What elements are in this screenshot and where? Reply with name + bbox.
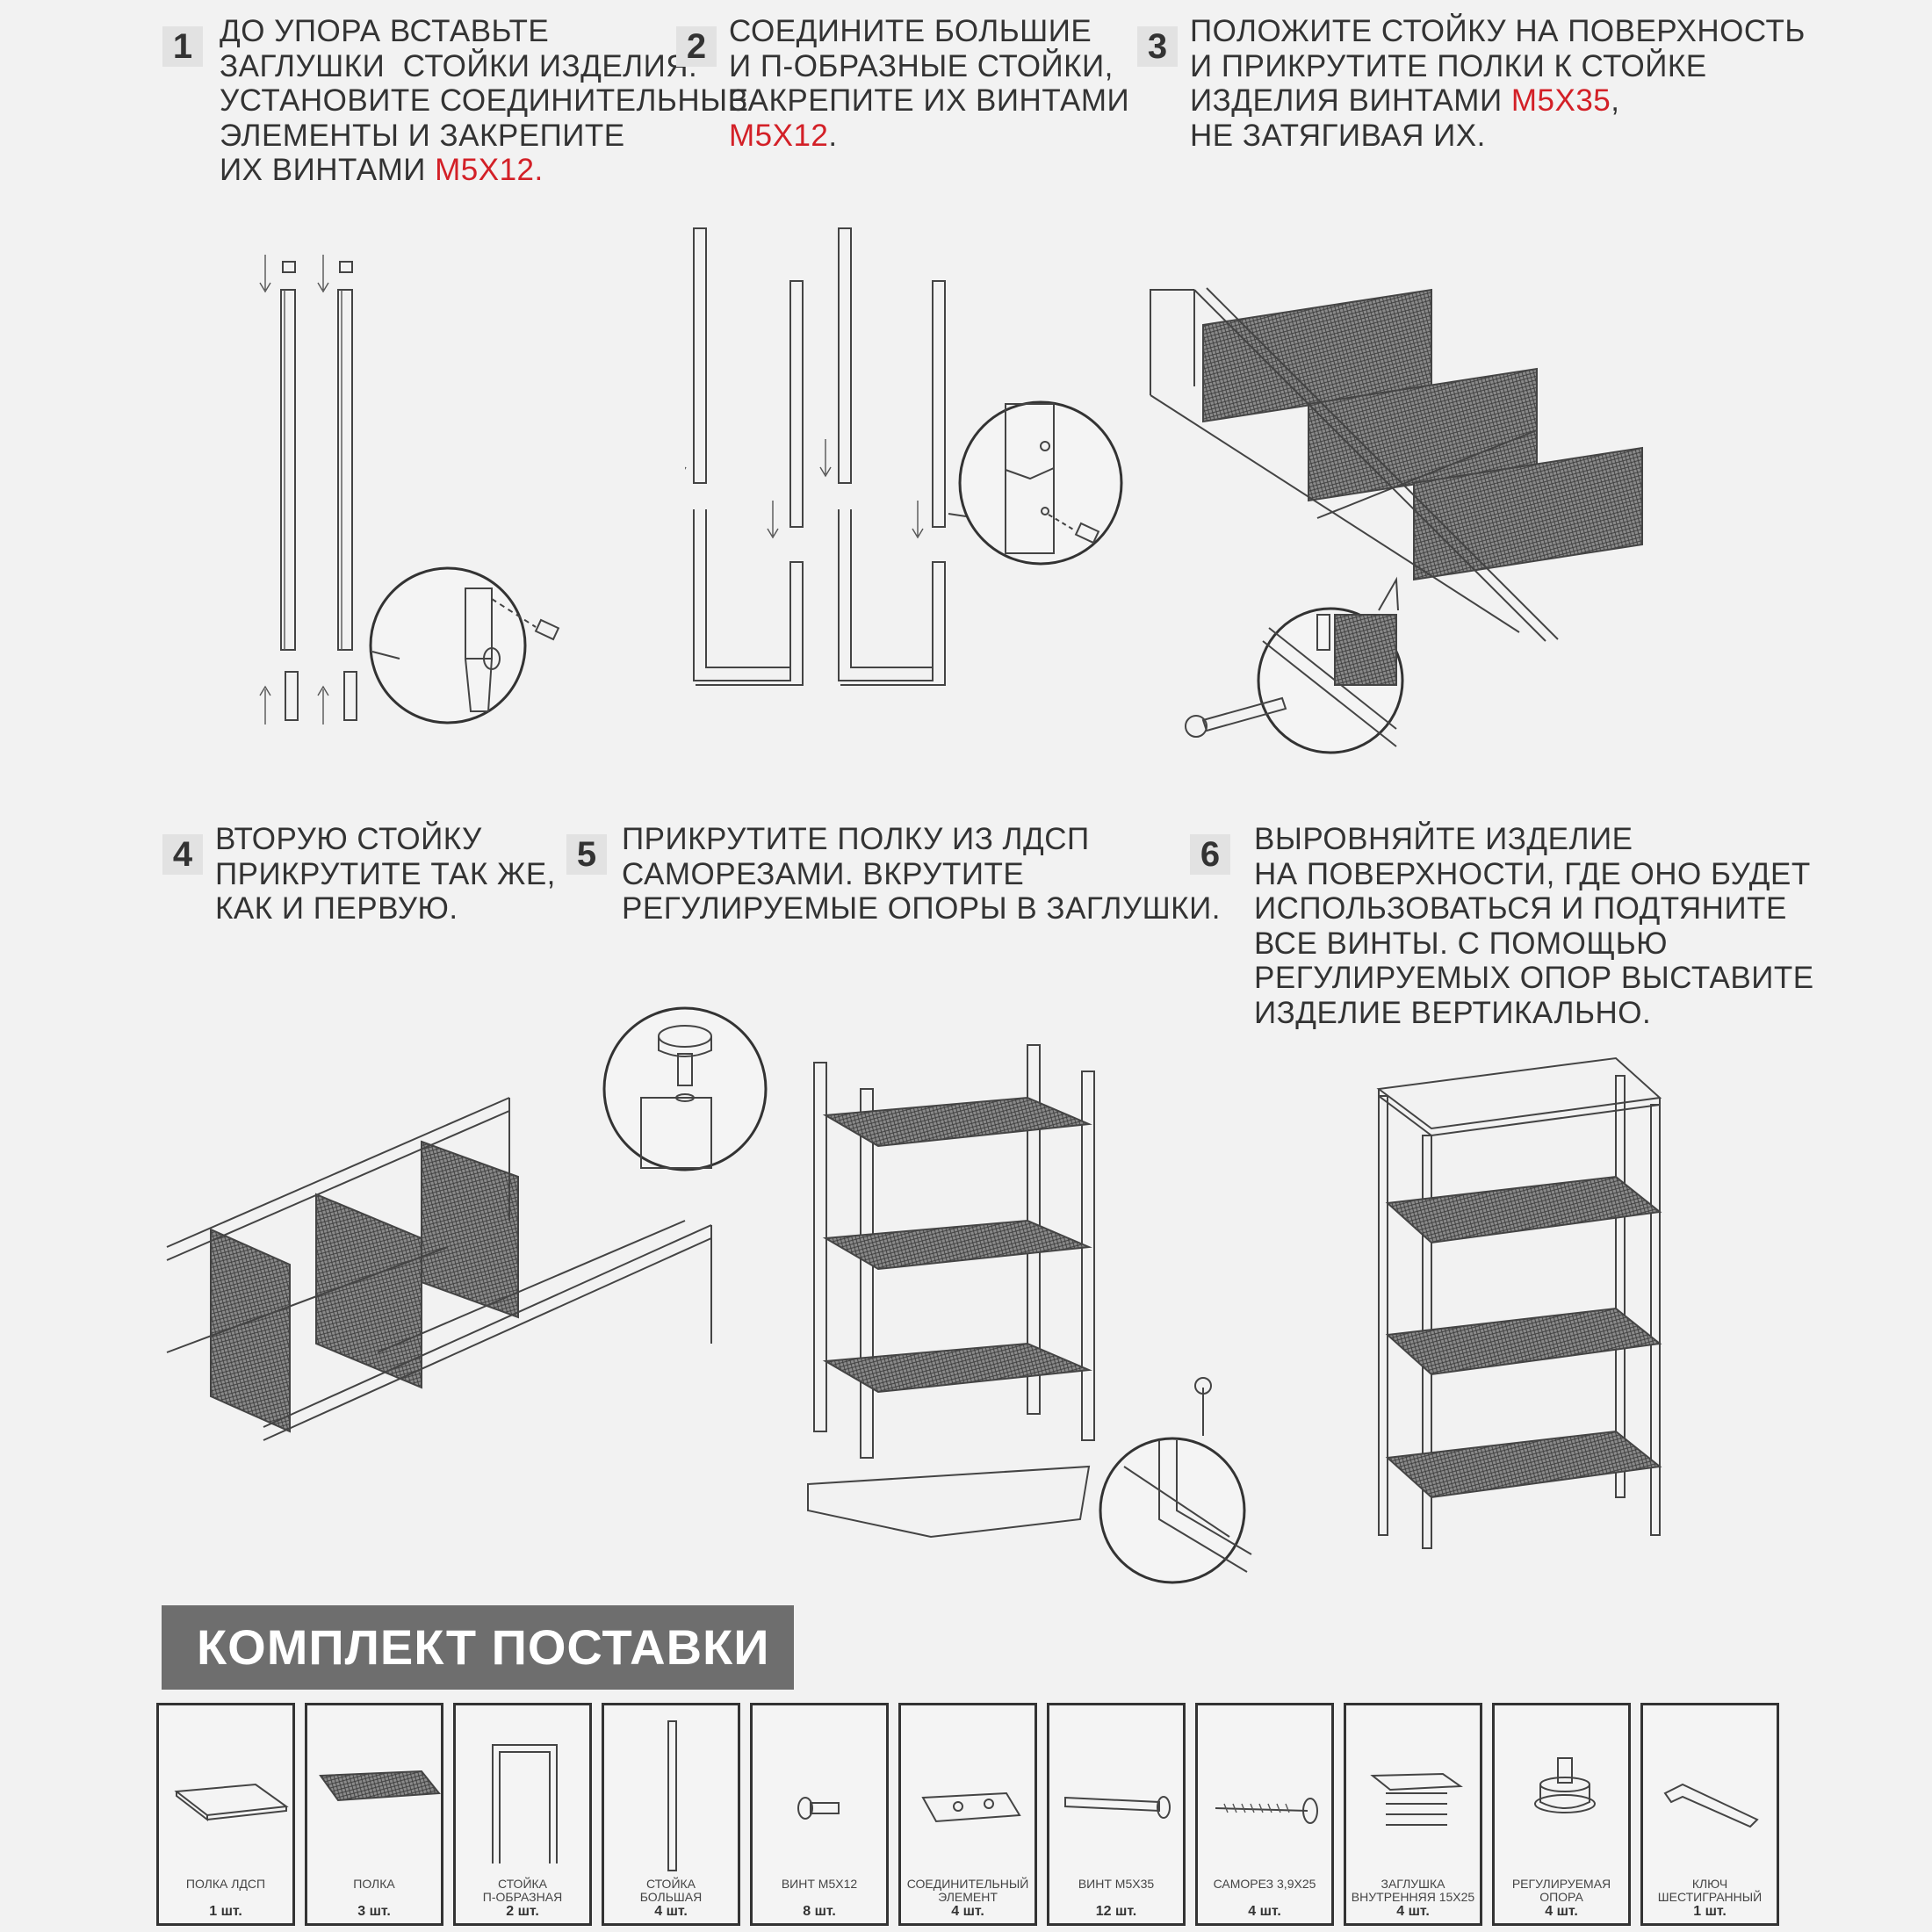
kit-item-post: СТОЙКА БОЛЬШАЯ 4 шт. [602,1703,740,1926]
step-number: 6 [1190,834,1230,875]
adjustable-foot-icon [1534,1757,1596,1813]
kit-item-name: РЕГУЛИРУЕМАЯ ОПОРА [1511,1877,1611,1904]
kit-item-name: ВИНТ M5x12 [781,1877,858,1891]
kit-item-name: СТОЙКА БОЛЬШАЯ [639,1877,703,1904]
step-1-illustration [259,255,560,724]
step-4-illustration [166,1097,712,1441]
kit-item-name: КЛЮЧ ШЕСТИГРАННЫЙ [1657,1877,1763,1904]
kit-item-qty: 8 шт. [803,1904,836,1919]
step-instruction: ВТОРУЮ СТОЙКУ ПРИКРУТИТЕ ТАК ЖЕ, КАК И П… [215,822,556,926]
step-number: 5 [566,834,607,875]
step-instruction: ДО УПОРА ВСТАВЬТЕ ЗАГЛУШКИ СТОЙКИ ИЗДЕЛИ… [220,14,749,187]
step-number: 1 [162,26,203,67]
kit-item-hex-key: КЛЮЧ ШЕСТИГРАННЫЙ 1 шт. [1640,1703,1779,1926]
step-instruction: ПОЛОЖИТЕ СТОЙКУ НА ПОВЕРХНОСТЬ И ПРИКРУТ… [1190,14,1806,153]
step-number: 2 [676,26,717,67]
step-instruction: СОЕДИНИТЕ БОЛЬШИЕ И П-ОБРАЗНЫЕ СТОЙКИ, З… [729,14,1130,153]
plug-icon [1370,1772,1463,1826]
screw-spec: M5X35 [1510,83,1611,118]
kit-item-name: ПОЛКА ЛДСП [185,1877,266,1891]
kit-item-adjustable-foot: РЕГУЛИРУЕМАЯ ОПОРА 4 шт. [1492,1703,1631,1926]
kit-item-name: СОЕДИНИТЕЛЬНЫЙ ЭЛЕМЕНТ [906,1877,1029,1904]
post-icon [667,1720,677,1871]
kit-item-qty: 12 шт. [1095,1904,1137,1919]
step-6-illustration [1376,1056,1662,1549]
kit-item-qty: 3 шт. [357,1904,391,1919]
kit-item-board: ПОЛКА ЛДСП 1 шт. [156,1703,295,1926]
kit-item-name: САМОРЕЗ 3,9x25 [1213,1877,1316,1891]
screw-spec: M5X12. [435,153,544,187]
kit-item-qty: 2 шт. [506,1904,539,1919]
kit-item-plug: ЗАГЛУШКА ВНУТРЕННЯЯ 15x25 4 шт. [1344,1703,1482,1926]
kit-item-name: ЗАГЛУШКА ВНУТРЕННЯЯ 15x25 [1351,1877,1475,1904]
long-screw-icon [1064,1796,1171,1819]
step-2-illustration [685,227,1123,686]
kit-item-qty: 4 шт. [654,1904,688,1919]
step-number: 4 [162,834,203,875]
step-instruction: ПРИКРУТИТЕ ПОЛКУ ИЗ ЛДСП САМОРЕЗАМИ. ВКР… [622,822,1221,926]
board-icon [174,1783,289,1822]
hex-key-icon [1663,1783,1759,1828]
step-3-illustration [1150,287,1643,754]
kit-item-name: ПОЛКА [353,1877,395,1891]
self-tapping-screw-icon [1215,1798,1318,1824]
kit-item-qty: 1 шт. [1693,1904,1727,1919]
kit-item-name: ВИНТ M5x35 [1078,1877,1155,1891]
mesh-shelf-icon [319,1770,441,1802]
kit-item-short-screw: ВИНТ M5x12 8 шт. [750,1703,889,1926]
kit-item-connector: СОЕДИНИТЕЛЬНЫЙ ЭЛЕМЕНТ 4 шт. [898,1703,1037,1926]
short-screw-icon [797,1797,840,1820]
kit-item-qty: 4 шт. [1545,1904,1578,1919]
kit-item-long-screw: ВИНТ M5x35 12 шт. [1047,1703,1186,1926]
kit-item-qty: 4 шт. [1396,1904,1430,1919]
kit-item-qty: 4 шт. [951,1904,984,1919]
kit-item-qty: 1 шт. [209,1904,242,1919]
step-5-illustration [602,1006,1252,1584]
kit-title: КОМПЛЕКТ ПОСТАВКИ [162,1605,794,1690]
step-instruction: ВЫРОВНЯЙТЕ ИЗДЕЛИЕ НА ПОВЕРХНОСТИ, ГДЕ О… [1254,822,1814,1030]
kit-item-qty: 4 шт. [1248,1904,1281,1919]
kit-item-self-tapping-screw: САМОРЕЗ 3,9x25 4 шт. [1195,1703,1334,1926]
screw-spec: M5X12 [729,118,829,153]
step-number: 3 [1137,26,1178,67]
kit-item-mesh-shelf: ПОЛКА 3 шт. [305,1703,443,1926]
kit-item-name: СТОЙКА П-ОБРАЗНАЯ [482,1877,563,1904]
kit-item-u-frame: СТОЙКА П-ОБРАЗНАЯ 2 шт. [453,1703,592,1926]
u-frame-icon [492,1744,558,1864]
connector-icon [921,1791,1021,1823]
